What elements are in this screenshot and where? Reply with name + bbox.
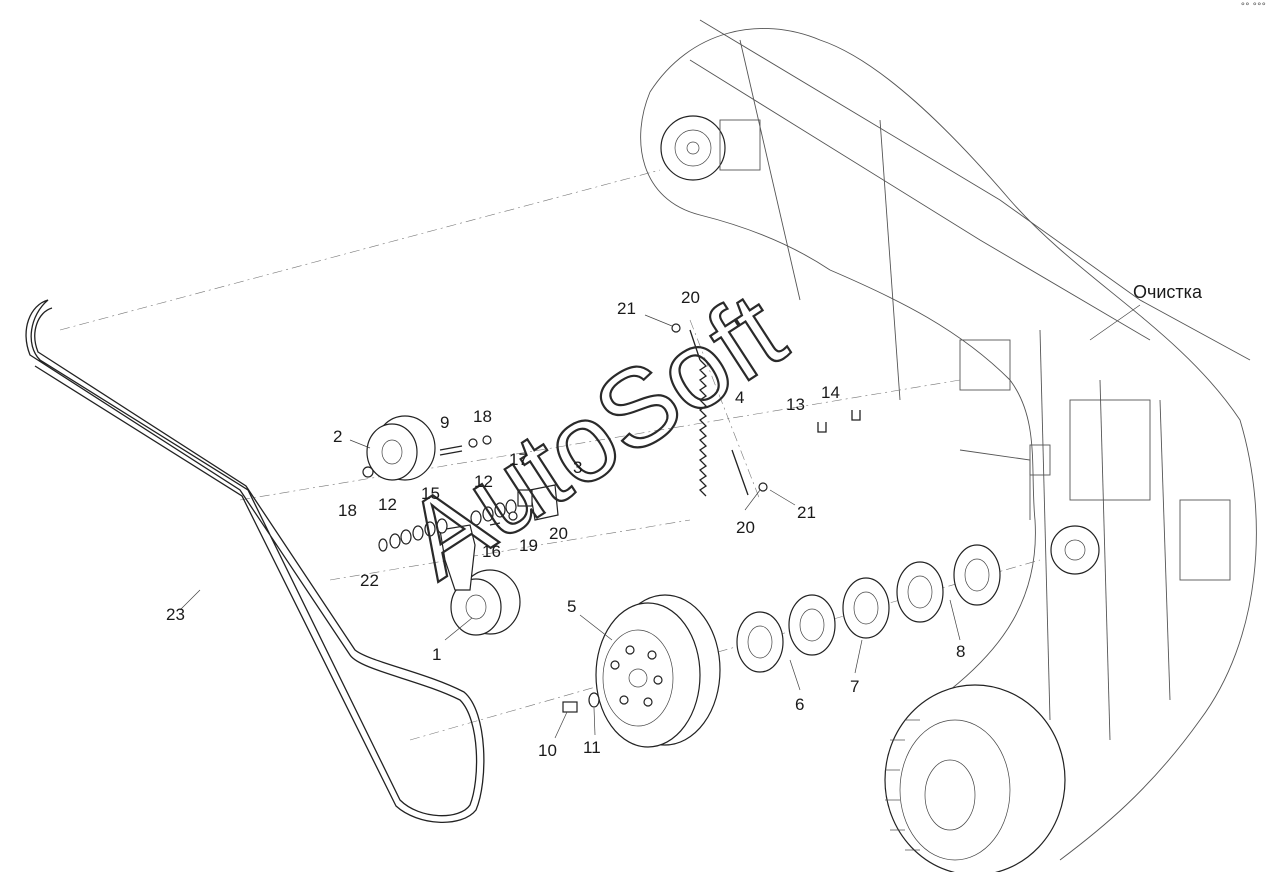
callout-14: 14 [821,383,840,402]
tensioner-arm [439,484,559,591]
callout-6: 6 [795,695,804,714]
callout-11: 11 [583,738,601,757]
leader-lines [179,304,1141,739]
pulley-1 [450,569,521,636]
shims [736,544,1001,673]
callout-18a: 18 [473,407,492,426]
callout-4: 4 [735,388,744,407]
callout-5: 5 [567,597,576,616]
washers [378,435,518,552]
pulley-5 [562,594,721,748]
corner-mark: °° °°° [1240,2,1266,12]
callout-8: 8 [956,642,965,661]
watermark-text: AutoSoft [384,269,805,602]
callout-10: 10 [538,741,557,760]
callout-7: 7 [850,677,859,696]
callout-2: 2 [333,427,342,446]
callout-labels: 1 2 3 4 5 6 7 8 9 10 11 12 12 13 14 15 1… [166,282,1203,760]
callout-22: 22 [360,571,379,590]
callout-9: 9 [440,413,449,432]
wheel-hub [884,684,1066,872]
callout-1: 1 [432,645,441,664]
callout-12a: 12 [378,495,397,514]
callout-16: 16 [482,542,501,561]
callout-21a: 21 [617,299,636,318]
callout-21b: 21 [797,503,816,522]
callout-17: 17 [509,450,528,469]
callout-13: 13 [786,395,805,414]
section-label-cleaning: Очистка [1133,282,1203,302]
callout-20c: 20 [736,518,755,537]
drive-belt [25,299,485,823]
callout-3: 3 [573,458,582,477]
callout-15: 15 [421,484,440,503]
pulley-2 [362,415,436,481]
callout-20a: 20 [681,288,700,307]
callout-12b: 12 [474,472,493,491]
callout-20b: 20 [549,524,568,543]
machine-frame-drawing [640,19,1257,861]
callout-18b: 18 [338,501,357,520]
tension-spring [671,323,861,497]
callout-23: 23 [166,605,185,624]
callout-19: 19 [519,536,538,555]
